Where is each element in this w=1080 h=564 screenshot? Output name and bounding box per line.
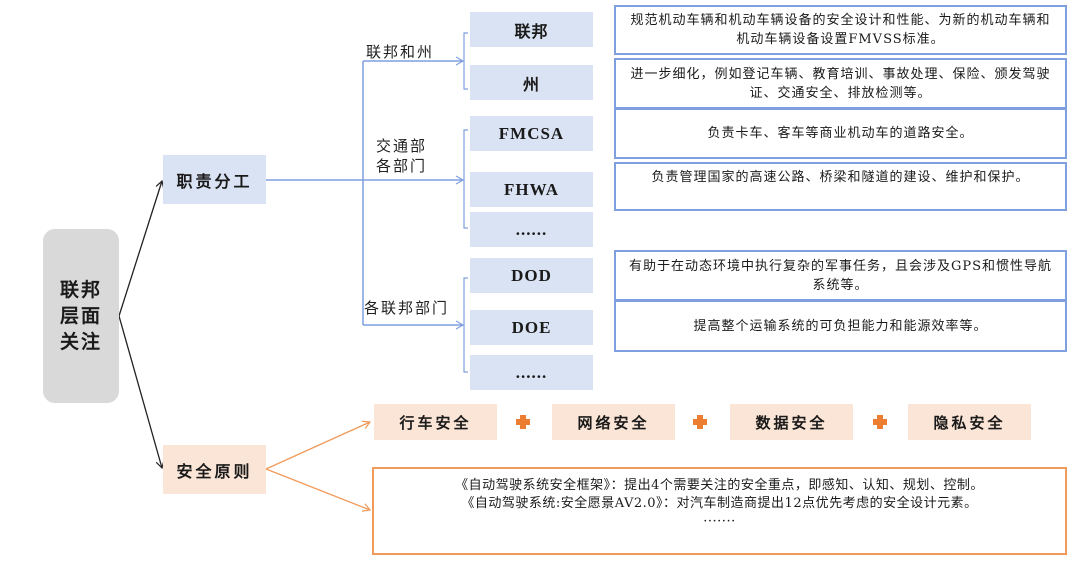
safety-doc-2: 《自动驾驶系统:安全愿景AV2.0》：对汽车制造商提出12点优先考虑的安全设计元… [461,496,978,511]
branch-duty: 职责分工 [163,155,266,204]
group-label-federal-state: 联邦和州 [366,43,435,61]
node-doe: DOE [470,310,593,345]
safety-to-items-arrow [265,420,372,470]
safety-item-network: 网络安全 [552,404,675,440]
desc-federal: 规范机动车辆和机动车辆设备的安全设计和性能、为新的机动车辆和机动车辆设备设置FM… [614,5,1067,55]
desc-doe: 提高整个运输系统的可负担能力和能源效率等。 [614,300,1067,352]
safety-item-privacy: 隐私安全 [908,404,1031,440]
root-to-duty-arrow [118,179,165,317]
desc-state: 进一步细化，例如登记车辆、教育培训、事故处理、保险、颁发驾驶证、交通安全、排放检… [614,58,1067,109]
safety-item-data: 数据安全 [730,404,853,440]
root-node: 联邦 层面 关注 [43,229,119,403]
group-label-federal-depts: 各联邦部门 [364,299,450,317]
safety-doc-1: 《自动驾驶系统安全框架》：提出4个需要关注的安全重点，即感知、认知、规划、控制。 [455,478,984,493]
group-label-dot-line2: 各部门 [376,157,428,175]
root-line-2: 层面 [59,305,102,327]
node-federal-more: ...... [470,355,593,390]
group2-bracket [463,129,468,229]
node-fhwa: FHWA [470,172,593,207]
safety-doc-more: ······· [703,514,736,529]
group1-bracket [463,32,468,90]
node-fmcsa: FMCSA [470,116,593,151]
desc-dod: 有助于在动态环境中执行复杂的军事任务，且会涉及GPS和惯性导航系统等。 [614,250,1067,301]
safety-item-driving: 行车安全 [374,404,497,440]
root-to-safety-arrow [118,315,165,470]
node-federal: 联邦 [470,12,593,47]
branch-safety: 安全原则 [163,445,266,494]
safety-docs-box: 《自动驾驶系统安全框架》：提出4个需要关注的安全重点，即感知、认知、规划、控制。… [372,467,1067,555]
group3-bracket [463,277,468,373]
desc-fhwa: 负责管理国家的高速公路、桥梁和隧道的建设、维护和保护。 [614,162,1067,211]
plus-icon [692,414,708,430]
node-dod: DOD [470,258,593,293]
node-dot-more: ...... [470,212,593,247]
safety-to-docs-arrow [265,468,372,512]
plus-icon [515,414,531,430]
group-label-dot-line1: 交通部 [376,137,428,155]
node-state: 州 [470,65,593,100]
root-line-1: 联邦 [59,279,102,301]
plus-icon [872,414,888,430]
desc-fmcsa: 负责卡车、客车等商业机动车的道路安全。 [614,108,1067,159]
root-line-3: 关注 [59,331,102,353]
